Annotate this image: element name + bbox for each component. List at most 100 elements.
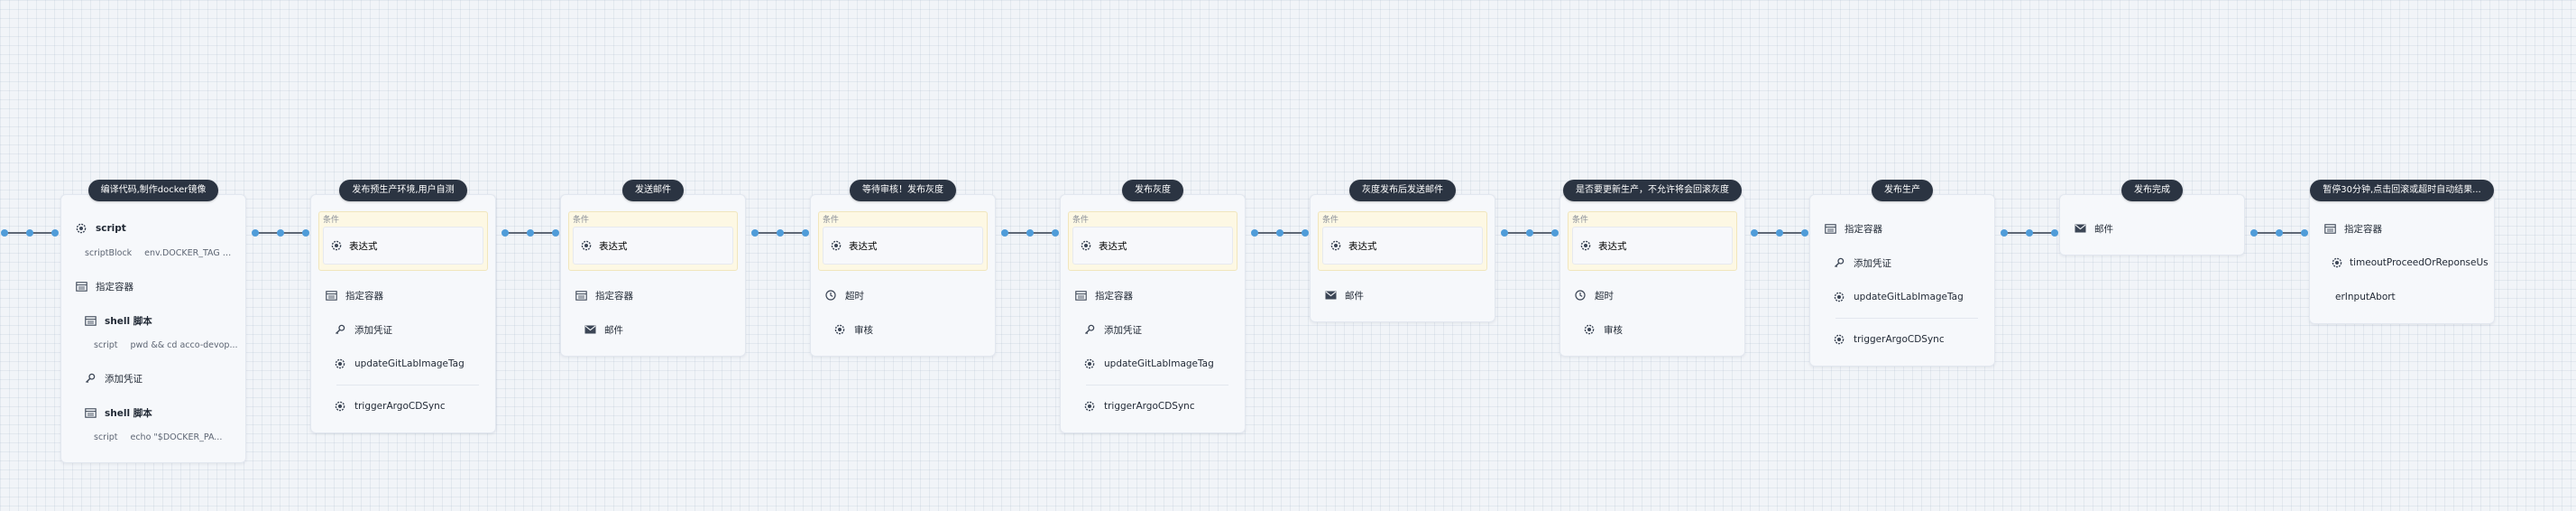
connector-dot[interactable] — [751, 229, 759, 237]
step-row[interactable]: 超时 — [818, 278, 988, 312]
connector-dot[interactable] — [1, 229, 8, 237]
step-item[interactable]: 审核 — [1568, 312, 1737, 347]
step-row[interactable]: triggerArgoCDSync — [1077, 389, 1237, 423]
step-row[interactable]: 审核 — [1577, 312, 1737, 347]
condition-block[interactable]: 条件表达式 — [1318, 211, 1487, 271]
connector-dot[interactable] — [302, 229, 309, 237]
step-row[interactable]: 指定容器 — [1817, 211, 1987, 246]
connector-dot[interactable] — [1276, 229, 1283, 237]
step-item[interactable]: 指定容器 — [69, 269, 238, 303]
stage-title[interactable]: 发布预生产环境,用户自测 — [339, 180, 467, 201]
connector-dot[interactable] — [1251, 229, 1258, 237]
step-row[interactable]: 指定容器 — [2317, 211, 2487, 246]
connector-dot[interactable] — [552, 229, 559, 237]
step-item[interactable]: 添加凭证 — [1068, 312, 1237, 347]
connector-dot[interactable] — [1052, 229, 1059, 237]
connector-dot[interactable] — [501, 229, 509, 237]
step-item[interactable]: 邮件 — [568, 312, 738, 347]
step-item[interactable]: 添加凭证 — [318, 312, 488, 347]
connector-dot[interactable] — [2001, 229, 2008, 237]
condition-block[interactable]: 条件表达式 — [1568, 211, 1737, 271]
step-item[interactable]: 指定容器 — [568, 278, 738, 312]
connector-dot[interactable] — [1302, 229, 1309, 237]
connector-dot[interactable] — [1526, 229, 1533, 237]
step-item[interactable]: 指定容器 — [1817, 211, 1987, 246]
stage-title[interactable]: 等待审核！发布灰度 — [850, 180, 956, 201]
step-row[interactable]: 指定容器 — [69, 269, 238, 303]
connector-dot[interactable] — [802, 229, 809, 237]
connector-dot[interactable] — [1801, 229, 1808, 237]
step-item[interactable]: 审核 — [818, 312, 988, 347]
stage-title[interactable]: 发布灰度 — [1122, 180, 1183, 201]
pipeline-stage[interactable]: 等待审核！发布灰度条件表达式超时审核 — [810, 180, 996, 357]
connector-dot[interactable] — [2276, 229, 2283, 237]
condition-block[interactable]: 条件表达式 — [1068, 211, 1237, 271]
stage-title[interactable]: 暂停30分钟,点击回滚或超时自动结果... — [2310, 180, 2494, 201]
step-item[interactable]: 超时 — [818, 278, 988, 312]
step-item[interactable]: updateGitLabImageTag — [1068, 347, 1237, 386]
pipeline-stage[interactable]: 发送邮件条件表达式指定容器邮件 — [560, 180, 746, 357]
stage-card[interactable]: 邮件 — [2059, 194, 2245, 256]
step-row[interactable]: updateGitLabImageTag — [1077, 347, 1237, 381]
condition-expression[interactable]: 表达式 — [1322, 227, 1483, 265]
connector-dot[interactable] — [2301, 229, 2308, 237]
stage-title[interactable]: 灰度发布后发送邮件 — [1349, 180, 1456, 201]
step-item[interactable]: updateGitLabImageTag — [1817, 280, 1987, 319]
step-row[interactable]: script — [69, 211, 238, 246]
condition-block[interactable]: 条件表达式 — [818, 211, 988, 271]
connector-dot[interactable] — [1501, 229, 1508, 237]
connector-dot[interactable] — [1001, 229, 1008, 237]
step-row[interactable]: 审核 — [827, 312, 988, 347]
step-row[interactable]: erInputAbort — [2326, 280, 2487, 314]
step-row[interactable]: 邮件 — [1318, 278, 1487, 312]
connector-dot[interactable] — [277, 229, 284, 237]
step-item[interactable]: 添加凭证 — [69, 361, 238, 395]
step-row[interactable]: triggerArgoCDSync — [327, 389, 488, 423]
step-item[interactable]: timeoutProceedOrReponseUs — [2317, 246, 2489, 280]
stage-title[interactable]: 发送邮件 — [622, 180, 684, 201]
step-row[interactable]: 指定容器 — [1068, 278, 1237, 312]
step-row[interactable]: 邮件 — [2067, 211, 2237, 246]
step-row[interactable]: 指定容器 — [318, 278, 488, 312]
connector-dot[interactable] — [51, 229, 59, 237]
step-item[interactable]: triggerArgoCDSync — [318, 389, 488, 423]
condition-expression[interactable]: 表达式 — [823, 227, 983, 265]
connector-dot[interactable] — [1026, 229, 1034, 237]
step-item[interactable]: 指定容器 — [1068, 278, 1237, 312]
step-row[interactable]: 邮件 — [577, 312, 738, 347]
pipeline-stage[interactable]: 发布完成邮件 — [2059, 180, 2245, 256]
connector-dot[interactable] — [1776, 229, 1783, 237]
pipeline-stage[interactable]: 灰度发布后发送邮件条件表达式邮件 — [1310, 180, 1495, 322]
step-item[interactable]: 指定容器 — [2317, 211, 2487, 246]
condition-expression[interactable]: 表达式 — [1572, 227, 1733, 265]
pipeline-stage[interactable]: 是否要更新生产，不允许将会回滚灰度条件表达式超时审核 — [1559, 180, 1745, 357]
stage-title[interactable]: 是否要更新生产，不允许将会回滚灰度 — [1563, 180, 1742, 201]
step-item[interactable]: 邮件 — [1318, 278, 1487, 312]
condition-expression[interactable]: 表达式 — [1072, 227, 1233, 265]
step-item[interactable]: erInputAbort — [2317, 280, 2487, 314]
step-item[interactable]: updateGitLabImageTag — [318, 347, 488, 386]
step-row[interactable]: timeoutProceedOrReponseUs — [2326, 246, 2489, 280]
connector-dot[interactable] — [26, 229, 33, 237]
step-row[interactable]: 添加凭证 — [78, 361, 238, 395]
stage-title[interactable]: 发布生产 — [1872, 180, 1933, 201]
condition-block[interactable]: 条件表达式 — [318, 211, 488, 271]
stage-card[interactable]: 条件表达式超时审核 — [810, 194, 996, 357]
connector-dot[interactable] — [2026, 229, 2033, 237]
step-item[interactable]: 邮件 — [2067, 211, 2237, 246]
step-row[interactable]: 添加凭证 — [1077, 312, 1237, 347]
step-row[interactable]: shell 脚本 — [78, 395, 238, 430]
step-row[interactable]: triggerArgoCDSync — [1826, 322, 1987, 357]
